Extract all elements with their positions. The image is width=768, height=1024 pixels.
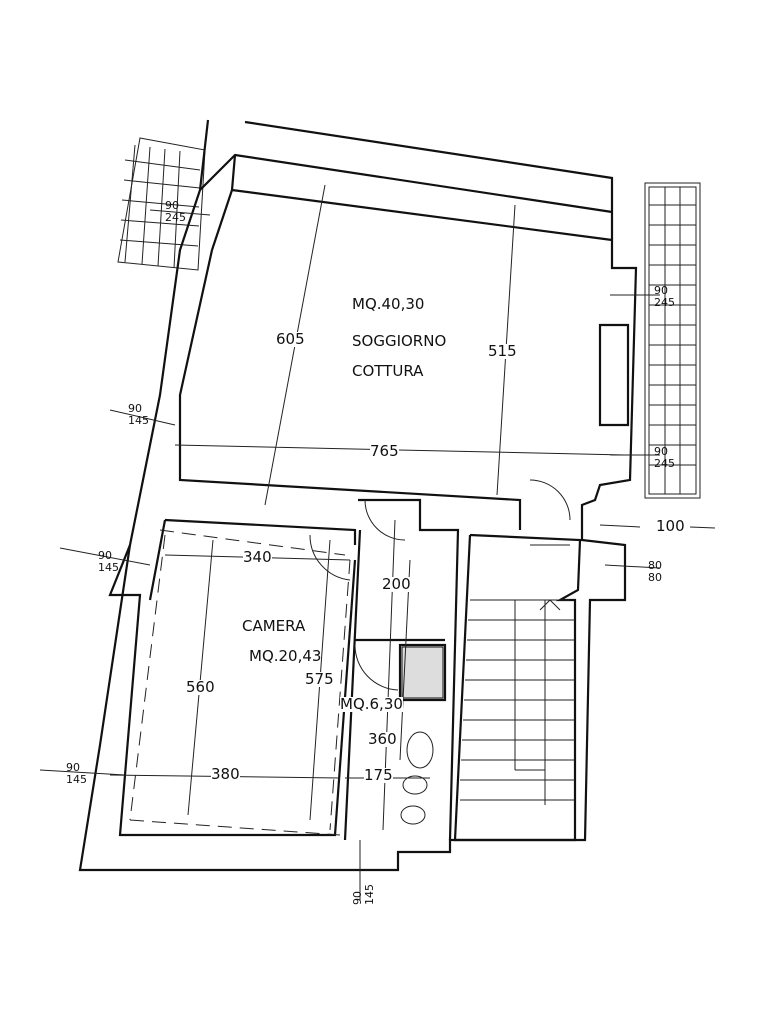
dim-bedroom-right: 575 [305,670,334,688]
outer-wall [78,119,638,872]
bedroom-area: MQ.20,43 [249,647,322,665]
dim-bedroom-bottom: 380 [211,765,240,783]
dim-landing: 100 [656,517,685,535]
dim-bath-width: 175 [364,766,393,784]
dim-living-left: 605 [276,330,305,348]
dim-living-right: 515 [488,342,517,360]
living-room-name: SOGGIORNO [352,332,447,350]
bathroom-wall [343,498,460,841]
dimension-lines [39,184,716,900]
dim-bedroom-left: 560 [186,678,215,696]
dim-bath-depth: 360 [368,730,397,748]
bedroom-wall [108,518,357,837]
toilet-icon [400,805,426,825]
shower-tray [401,646,444,699]
dim-hall-depth: 200 [382,575,411,593]
dim-bedroom-top: 340 [243,548,272,566]
bidet-icon [402,775,428,795]
stairwell [453,533,582,842]
living-room-wall [178,154,630,530]
living-room-name2: COTTURA [352,362,424,380]
living-room-area: MQ.40,30 [352,295,425,313]
bathroom-area: MQ.6,30 [340,695,403,713]
balcony-right [644,182,701,499]
sink-icon [406,731,434,769]
dim-living-width: 765 [370,442,399,460]
bedroom-name: CAMERA [242,617,306,635]
door-swing [309,479,571,691]
balcony-left [117,137,206,271]
